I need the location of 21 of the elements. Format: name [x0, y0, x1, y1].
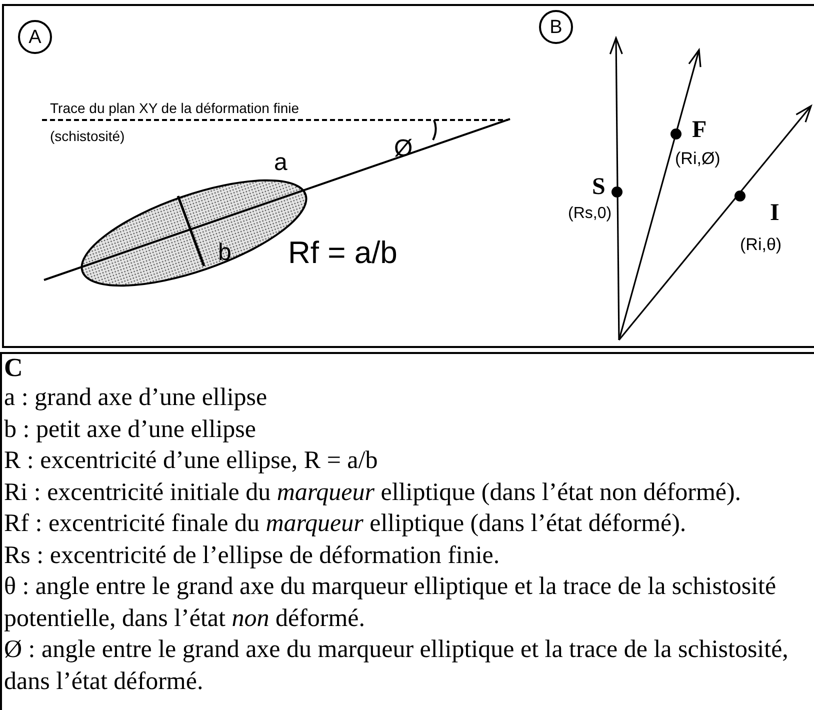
panel-letter: C — [4, 354, 24, 382]
point-label: F — [692, 116, 707, 145]
axis-caption: (schistosité) — [50, 128, 125, 146]
coordinate-label: (Ri,θ) — [740, 234, 782, 256]
axis-caption: Trace du plan XY de la déformation finie — [50, 100, 300, 118]
definition-text: b : petit axe d’une ellipse — [4, 414, 258, 444]
formula-label: Rf = a/b — [288, 234, 398, 272]
panel-frame — [2, 4, 814, 348]
point-label: I — [770, 199, 780, 228]
definition-text: R : excentricité d’une ellipse, R = a/b — [4, 446, 379, 476]
definition-text: a : grand axe d’une ellipse — [4, 383, 268, 413]
definition-text: Rf : excentricité finale du marqueur elliptique (dans l’état déformé). — [4, 509, 688, 539]
point-label: S — [592, 173, 606, 202]
coordinate-label: (Ri,Ø) — [675, 148, 720, 170]
legend-panel — [0, 352, 814, 710]
coordinate-label: (Rs,0) — [568, 204, 612, 224]
definition-text: Ri : excentricité initiale du marqueur elliptique (dans l’état non déformé). — [4, 478, 742, 508]
definition-text: Rs : excentricité de l’ellipse de déformation finie. — [4, 540, 501, 570]
definition-text: Ø : angle entre le grand axe du marqueur elliptique et la trace de la schistosité, dans l’état déformé. — [4, 635, 790, 696]
definition-text: θ : angle entre le grand axe du marqueur elliptique et la trace de la schistosité potentielle, dans l’état non déformé. — [4, 572, 778, 634]
axis-label: a — [274, 148, 288, 178]
